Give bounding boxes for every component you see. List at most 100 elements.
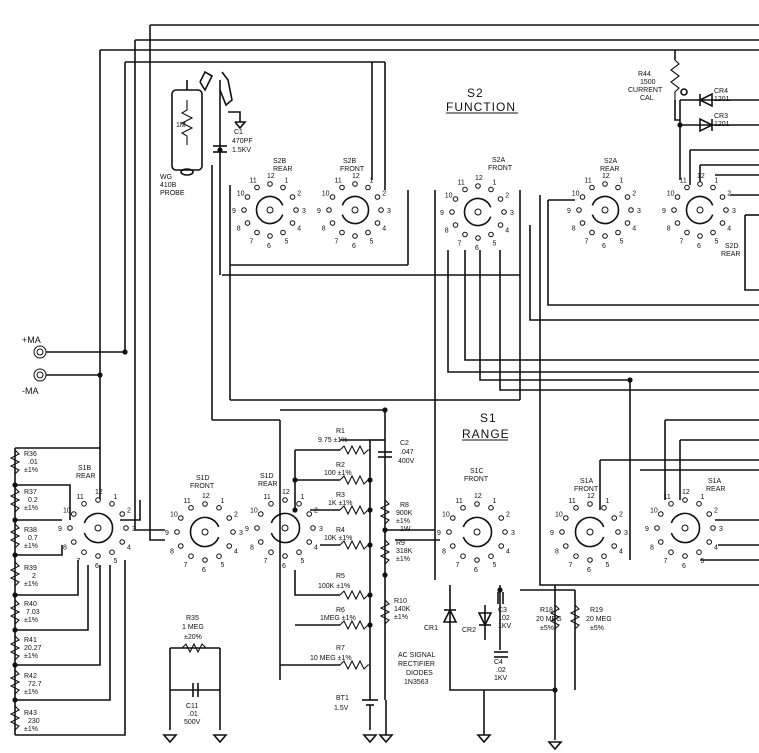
switch-contact-number: 11	[456, 498, 463, 505]
switch-contact	[674, 194, 681, 200]
switch-contact	[230, 529, 236, 535]
switch-contact	[188, 553, 194, 560]
switch-contact-number: 5	[606, 562, 610, 569]
r18-name: R18	[540, 607, 553, 614]
switch-contact-number: 12	[682, 489, 690, 496]
probe-symbol: 1M WG 410B PROBE	[160, 70, 233, 197]
cr3-value: 1201	[714, 121, 730, 128]
switch-contact	[602, 233, 608, 239]
switch-contact	[475, 235, 481, 241]
switch-contact-number: 10	[555, 512, 563, 519]
bt1-value: 1.5V	[334, 705, 349, 712]
switch-contact	[696, 549, 702, 556]
r44-name: R44	[638, 71, 651, 78]
s1c-front-label-2: FRONT	[464, 476, 489, 483]
switch-contact-number: 2	[127, 508, 131, 515]
switch-contact	[654, 525, 660, 531]
r39-name: R39	[24, 565, 37, 572]
switch-contact-number: 1	[606, 498, 610, 505]
switch-contact-number: 2	[382, 191, 386, 198]
r6-name: R6	[336, 607, 345, 614]
switch-contact	[628, 207, 634, 213]
switch-contact-number: 12	[352, 173, 360, 180]
switch-contact-number: 10	[237, 191, 245, 198]
switch-hub	[696, 206, 704, 214]
range-resistor-r2: R2 100 ±1%	[324, 462, 370, 486]
r8-resistor: R8 900K ±1% 1W	[379, 499, 413, 533]
switch-contact-number: 11	[335, 178, 342, 185]
r35-name: R35	[186, 615, 199, 622]
s1b-rear-label-2: REAR	[76, 473, 95, 480]
switch-contact-number: 7	[664, 558, 668, 565]
switch-rotor	[341, 195, 370, 225]
r41-value: 20.27	[24, 645, 42, 652]
range-resistor-r3: R3 1K ±1%	[328, 492, 370, 516]
switch-contact-number: 6	[95, 563, 99, 570]
switch-contact-number: 10	[442, 512, 450, 519]
switch-contact	[668, 549, 674, 556]
switch-contact-number: 3	[319, 526, 323, 533]
r7-value: 10 MEG ±1%	[310, 655, 352, 662]
switch-contact	[258, 539, 264, 545]
switch-contact-number: 3	[624, 530, 628, 537]
switch-contact	[719, 194, 726, 200]
s1c-front-label-1: S1C	[470, 468, 484, 475]
switch-contact-number: 8	[445, 228, 449, 235]
switch-contact	[241, 207, 247, 213]
switch-contact-number: 10	[63, 508, 71, 515]
switch-contact	[95, 497, 101, 503]
switch-contact	[587, 557, 593, 563]
switch-contact-number: 8	[555, 549, 559, 556]
r42-name: R42	[24, 673, 37, 680]
r43-value: 230	[28, 718, 40, 725]
r44-potentiometer: R44 1500 CURRENT CAL	[628, 59, 688, 102]
switch-contact-number: 5	[285, 238, 289, 245]
s2a-rear-label-2: REAR	[600, 166, 619, 173]
switch-rotor	[189, 516, 220, 548]
minus-ma-terminal[interactable]: -MA	[22, 368, 47, 396]
switch-contact-number: 6	[474, 567, 478, 574]
switch-hub	[586, 528, 594, 536]
switch-contact-number: 1	[370, 178, 374, 185]
switch-contact	[611, 515, 618, 521]
switch-contact	[450, 515, 456, 521]
switch-contact-number: 2	[506, 512, 510, 519]
switch-contact	[697, 233, 703, 239]
shunt-resistor-r36: R36 .01 ±1%	[9, 449, 38, 475]
switch-contact-number: 2	[297, 191, 301, 198]
diodes-note-line-4: 1N3563	[404, 679, 429, 686]
switch-contact	[306, 539, 313, 545]
s1a-front-label-1: S1A	[580, 478, 594, 485]
switch-contact	[576, 207, 582, 213]
switch-contact-number: 7	[458, 240, 462, 247]
switch-contact-number: 5	[715, 238, 719, 245]
switch-contact	[244, 194, 251, 200]
r37-tol: ±1%	[24, 505, 38, 512]
switch-contact-number: 5	[370, 238, 374, 245]
switch-contact	[462, 231, 468, 238]
switch-contact	[254, 229, 260, 236]
s1d-rear-label-2: REAR	[258, 481, 277, 488]
wiring	[14, 24, 759, 740]
switch-contact	[254, 525, 260, 531]
c2-capacitor: C2 .047 400V	[378, 440, 415, 465]
plus-ma-terminal[interactable]: +MA	[22, 335, 47, 359]
r40-name: R40	[24, 601, 37, 608]
switch-contact	[658, 539, 664, 545]
switch-contact	[452, 196, 459, 202]
switch-contact	[684, 184, 690, 191]
r35-tol: ±20%	[184, 634, 202, 641]
c11-capacitor: C11 .01 500V	[184, 683, 201, 726]
s2d-rear-label-2: REAR	[721, 251, 740, 258]
